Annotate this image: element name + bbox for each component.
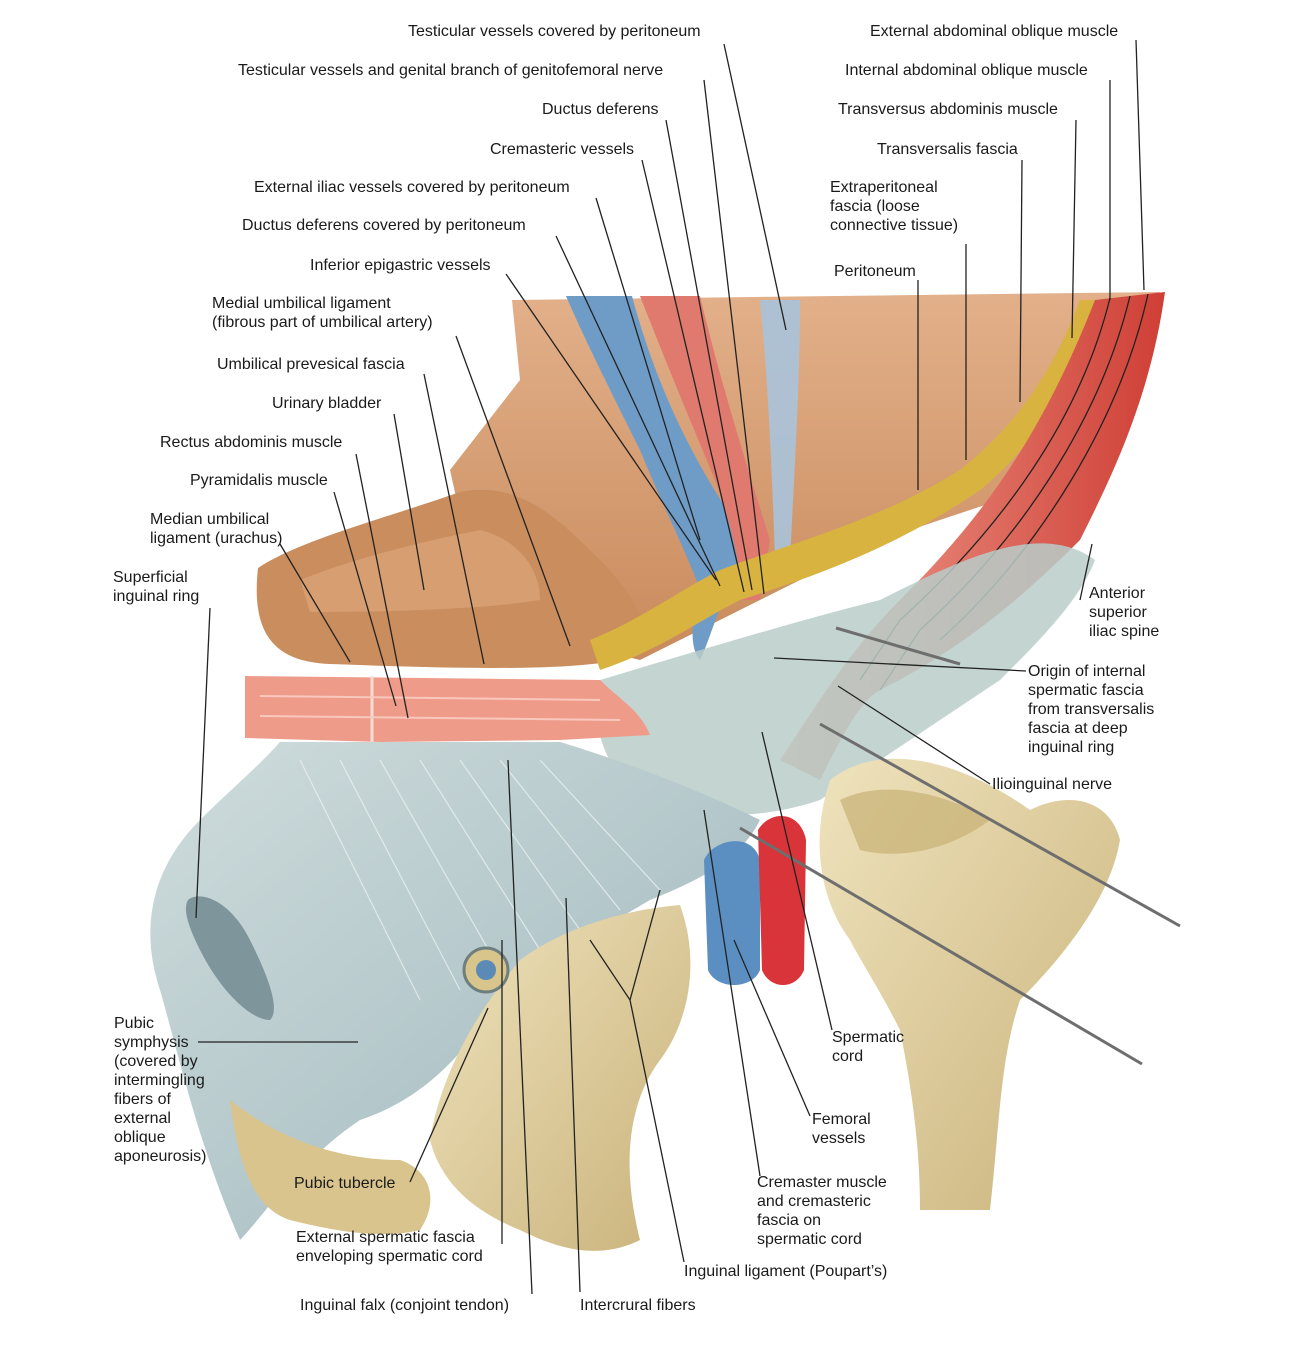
label-anterior-superior-iliac-spine: Anterior superior iliac spine	[1089, 585, 1160, 640]
testicular-vessels-shape	[760, 300, 800, 560]
label-cremasteric-vessels: Cremasteric vessels	[490, 141, 635, 158]
label-extraperitoneal-fascia: Extraperitoneal fascia (loose connective…	[830, 179, 959, 234]
label-femoral-vessels: Femoral vessels	[812, 1111, 871, 1147]
label-inferior-epigastric-vessels: Inferior epigastric vessels	[310, 257, 491, 274]
spermatic-cord-core	[476, 960, 496, 980]
label-external-spermatic-fascia: External spermatic fascia enveloping spe…	[296, 1229, 483, 1265]
label-ductus-deferens-peritoneum: Ductus deferens covered by peritoneum	[242, 217, 526, 234]
aponeurosis-fibers	[299, 759, 661, 1001]
label-pubic-tubercle: Pubic tubercle	[294, 1175, 396, 1192]
label-transversus-abdominis: Transversus abdominis muscle	[838, 101, 1058, 118]
label-testicular-vessels-genital-branch: Testicular vessels and genital branch of…	[238, 62, 664, 79]
iliac-crest-shade	[840, 789, 990, 854]
label-inguinal-falx: Inguinal falx (conjoint tendon)	[300, 1297, 510, 1314]
label-ductus-deferens: Ductus deferens	[542, 101, 659, 118]
pelvic-bone-lower	[230, 1100, 431, 1235]
pelvic-bone	[430, 905, 691, 1251]
label-spermatic-cord: Spermatic cord	[832, 1029, 905, 1065]
label-external-abdominal-oblique: External abdominal oblique muscle	[870, 23, 1119, 40]
label-peritoneum: Peritoneum	[834, 263, 916, 280]
femur-and-ilium	[819, 758, 1120, 1210]
femoral-vein-shape	[704, 841, 760, 985]
label-internal-abdominal-oblique: Internal abdominal oblique muscle	[845, 62, 1088, 79]
retractor-hook-3	[739, 826, 1143, 1066]
label-external-iliac-vessels: External iliac vessels covered by perito…	[254, 179, 570, 196]
external-iliac-artery-shape	[640, 296, 770, 600]
label-medial-umbilical-ligament: Medial umbilical ligament (fibrous part …	[212, 295, 433, 331]
retractor-hook-2	[819, 722, 1181, 928]
label-inguinal-ligament: Inguinal ligament (Poupart’s)	[684, 1263, 888, 1280]
lower-fascia-sheet	[596, 543, 1095, 815]
label-cremaster-muscle: Cremaster muscle and cremasteric fascia …	[757, 1174, 887, 1248]
leader-lines	[195, 39, 1145, 1295]
label-urinary-bladder: Urinary bladder	[272, 395, 382, 412]
label-umbilical-prevesical-fascia: Umbilical prevesical fascia	[217, 356, 405, 373]
retractor-hook-1	[835, 626, 961, 666]
label-origin-internal-spermatic-fascia: Origin of internal spermatic fascia from…	[1028, 663, 1155, 756]
label-pyramidalis: Pyramidalis muscle	[190, 472, 328, 489]
label-pubic-symphysis: Pubic symphysis (covered by interminglin…	[114, 1015, 207, 1165]
label-superficial-inguinal-ring: Superficial inguinal ring	[113, 569, 200, 605]
external-oblique-aponeurosis	[150, 742, 761, 1240]
label-transversalis-fascia: Transversalis fascia	[877, 141, 1018, 158]
label-rectus-abdominis: Rectus abdominis muscle	[160, 434, 343, 451]
external-iliac-vein-shape	[566, 296, 742, 660]
label-intercrural-fibers: Intercrural fibers	[580, 1297, 696, 1314]
label-median-umbilical-ligament: Median umbilical ligament (urachus)	[150, 511, 283, 547]
bladder-highlight	[300, 530, 540, 612]
label-testicular-vessels-peritoneum: Testicular vessels covered by peritoneum	[408, 23, 701, 40]
rectus-texture	[259, 695, 621, 721]
rectus-abdominis-shape	[245, 676, 650, 742]
superficial-inguinal-ring-shape	[185, 896, 274, 1020]
label-ilioinguinal-nerve: Ilioinguinal nerve	[992, 776, 1113, 793]
